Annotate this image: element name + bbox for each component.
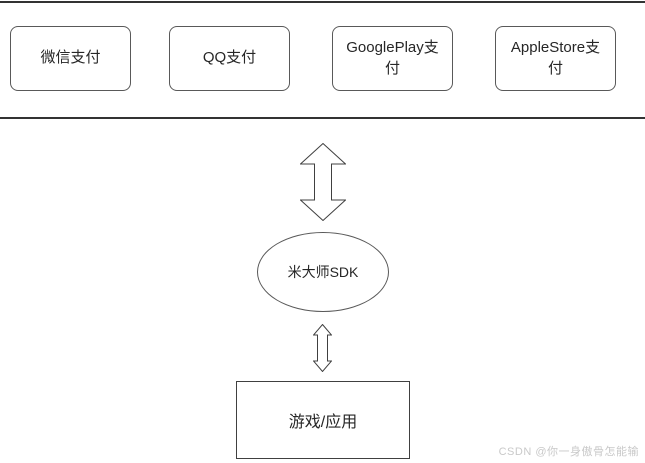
channel-box-wechat-pay: 微信支付 bbox=[10, 26, 131, 91]
watermark-text: CSDN @你一身傲骨怎能输 bbox=[498, 446, 639, 458]
app-rect-node: 游戏/应用 bbox=[236, 381, 410, 459]
channel-label-googleplay-pay: GooglePlay支付 bbox=[346, 39, 439, 77]
channel-box-qq-pay: QQ支付 bbox=[169, 26, 290, 91]
channel-box-applestore-pay: AppleStore支付 bbox=[495, 26, 616, 91]
top-divider-line bbox=[0, 1, 645, 3]
channel-box-googleplay-pay: GooglePlay支付 bbox=[332, 26, 453, 91]
sdk-ellipse-node: 米大师SDK bbox=[257, 232, 389, 312]
app-label: 游戏/应用 bbox=[288, 414, 358, 431]
double-arrow-icon-channels-sdk bbox=[300, 143, 346, 221]
channel-label-qq-pay: QQ支付 bbox=[202, 49, 257, 67]
double-arrow-icon-sdk-app bbox=[313, 324, 332, 372]
sdk-label: 米大师SDK bbox=[287, 264, 359, 280]
channel-label-wechat-pay: 微信支付 bbox=[40, 49, 101, 67]
second-divider-line bbox=[0, 117, 645, 119]
channel-label-applestore-pay: AppleStore支付 bbox=[510, 39, 601, 77]
